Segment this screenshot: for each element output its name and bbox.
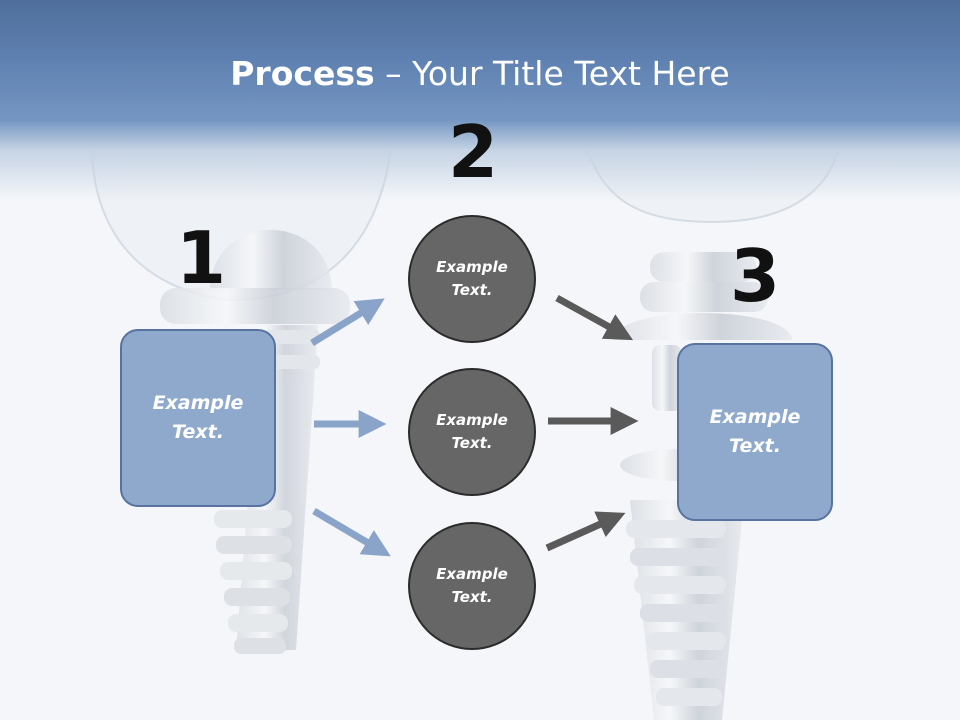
- step-number-2: 2: [448, 110, 499, 194]
- arrow-circle-3-to-right: [545, 511, 626, 552]
- process-circle-1: Example Text.: [408, 215, 536, 343]
- arrow-left-to-circle-1: [310, 298, 385, 346]
- slide-title: Process – Your Title Text Here: [0, 52, 960, 96]
- process-circle-3: Example Text.: [408, 522, 536, 650]
- arrow-circle-1-to-right: [555, 294, 634, 341]
- title-strong: Process: [230, 54, 375, 93]
- header-band: [0, 0, 960, 200]
- process-circle-2: Example Text.: [408, 368, 536, 496]
- title-rest: – Your Title Text Here: [374, 54, 730, 93]
- left-process-box: Example Text.: [120, 329, 276, 507]
- step-number-1: 1: [176, 216, 227, 300]
- right-process-box: Example Text.: [677, 343, 833, 521]
- step-number-3: 3: [730, 234, 781, 318]
- arrow-left-to-circle-3: [312, 507, 391, 557]
